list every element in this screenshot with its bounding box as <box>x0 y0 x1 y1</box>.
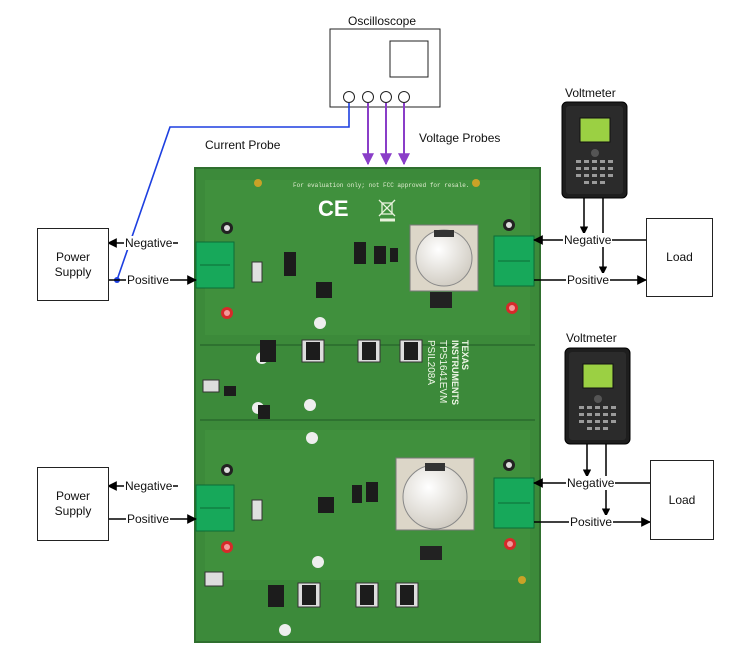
board-notice: For evaluation only; not FCC approved fo… <box>293 182 470 189</box>
supply-top-positive-label: Positive <box>126 273 171 287</box>
oscilloscope-label: Oscilloscope <box>348 14 417 28</box>
scope-channel-1 <box>343 91 355 103</box>
scope-channel-3 <box>380 91 392 103</box>
brand-line-2: INSTRUMENTS <box>450 340 460 405</box>
weee-icon <box>378 199 396 222</box>
ce-mark: CE <box>318 196 349 221</box>
supply-bottom-negative-label: Negative <box>124 479 174 493</box>
supply-bottom-positive-label: Positive <box>126 512 171 526</box>
load-top-negative-label: Negative <box>563 233 613 247</box>
voltage-probes-label: Voltage Probes <box>419 131 501 145</box>
brand-line-1: TEXAS <box>460 340 470 371</box>
voltmeter-bottom <box>564 347 631 445</box>
mounting-hole <box>472 179 480 187</box>
evm-board <box>194 167 541 643</box>
voltmeter-top-label: Voltmeter <box>565 86 616 100</box>
capacitor <box>415 229 473 287</box>
mounting-hole <box>254 179 262 187</box>
smd-components <box>202 242 423 608</box>
load-bottom-positive-label: Positive <box>569 515 614 529</box>
load-bottom: Load <box>650 460 714 540</box>
board-part-number: TPS1641EVM PSIL208A <box>424 340 448 430</box>
scope-channel-2 <box>362 91 374 103</box>
capacitor <box>402 464 468 530</box>
voltmeter-top <box>561 101 628 199</box>
current-probe-wire <box>116 103 350 281</box>
voltmeter-screen <box>579 117 611 143</box>
power-supply-bottom: Power Supply <box>37 467 109 541</box>
board-brand: TEXAS INSTRUMENTS <box>450 340 470 420</box>
load-top: Load <box>646 218 713 297</box>
current-probe-label: Current Probe <box>205 138 281 152</box>
scope-channel-4 <box>398 91 410 103</box>
voltmeter-bottom-label: Voltmeter <box>566 331 617 345</box>
voltage-probe-wires <box>362 103 410 166</box>
load-top-positive-label: Positive <box>566 273 611 287</box>
scope-screen <box>389 40 429 78</box>
part-line-1: TPS1641EVM <box>437 340 448 404</box>
part-line-2: PSIL208A <box>425 340 436 386</box>
oscilloscope <box>329 28 441 108</box>
mounting-hole <box>518 576 526 584</box>
supply-top-negative-label: Negative <box>124 236 174 250</box>
load-bottom-negative-label: Negative <box>566 476 616 490</box>
voltmeter-screen <box>582 363 614 389</box>
power-supply-top: Power Supply <box>37 228 109 301</box>
